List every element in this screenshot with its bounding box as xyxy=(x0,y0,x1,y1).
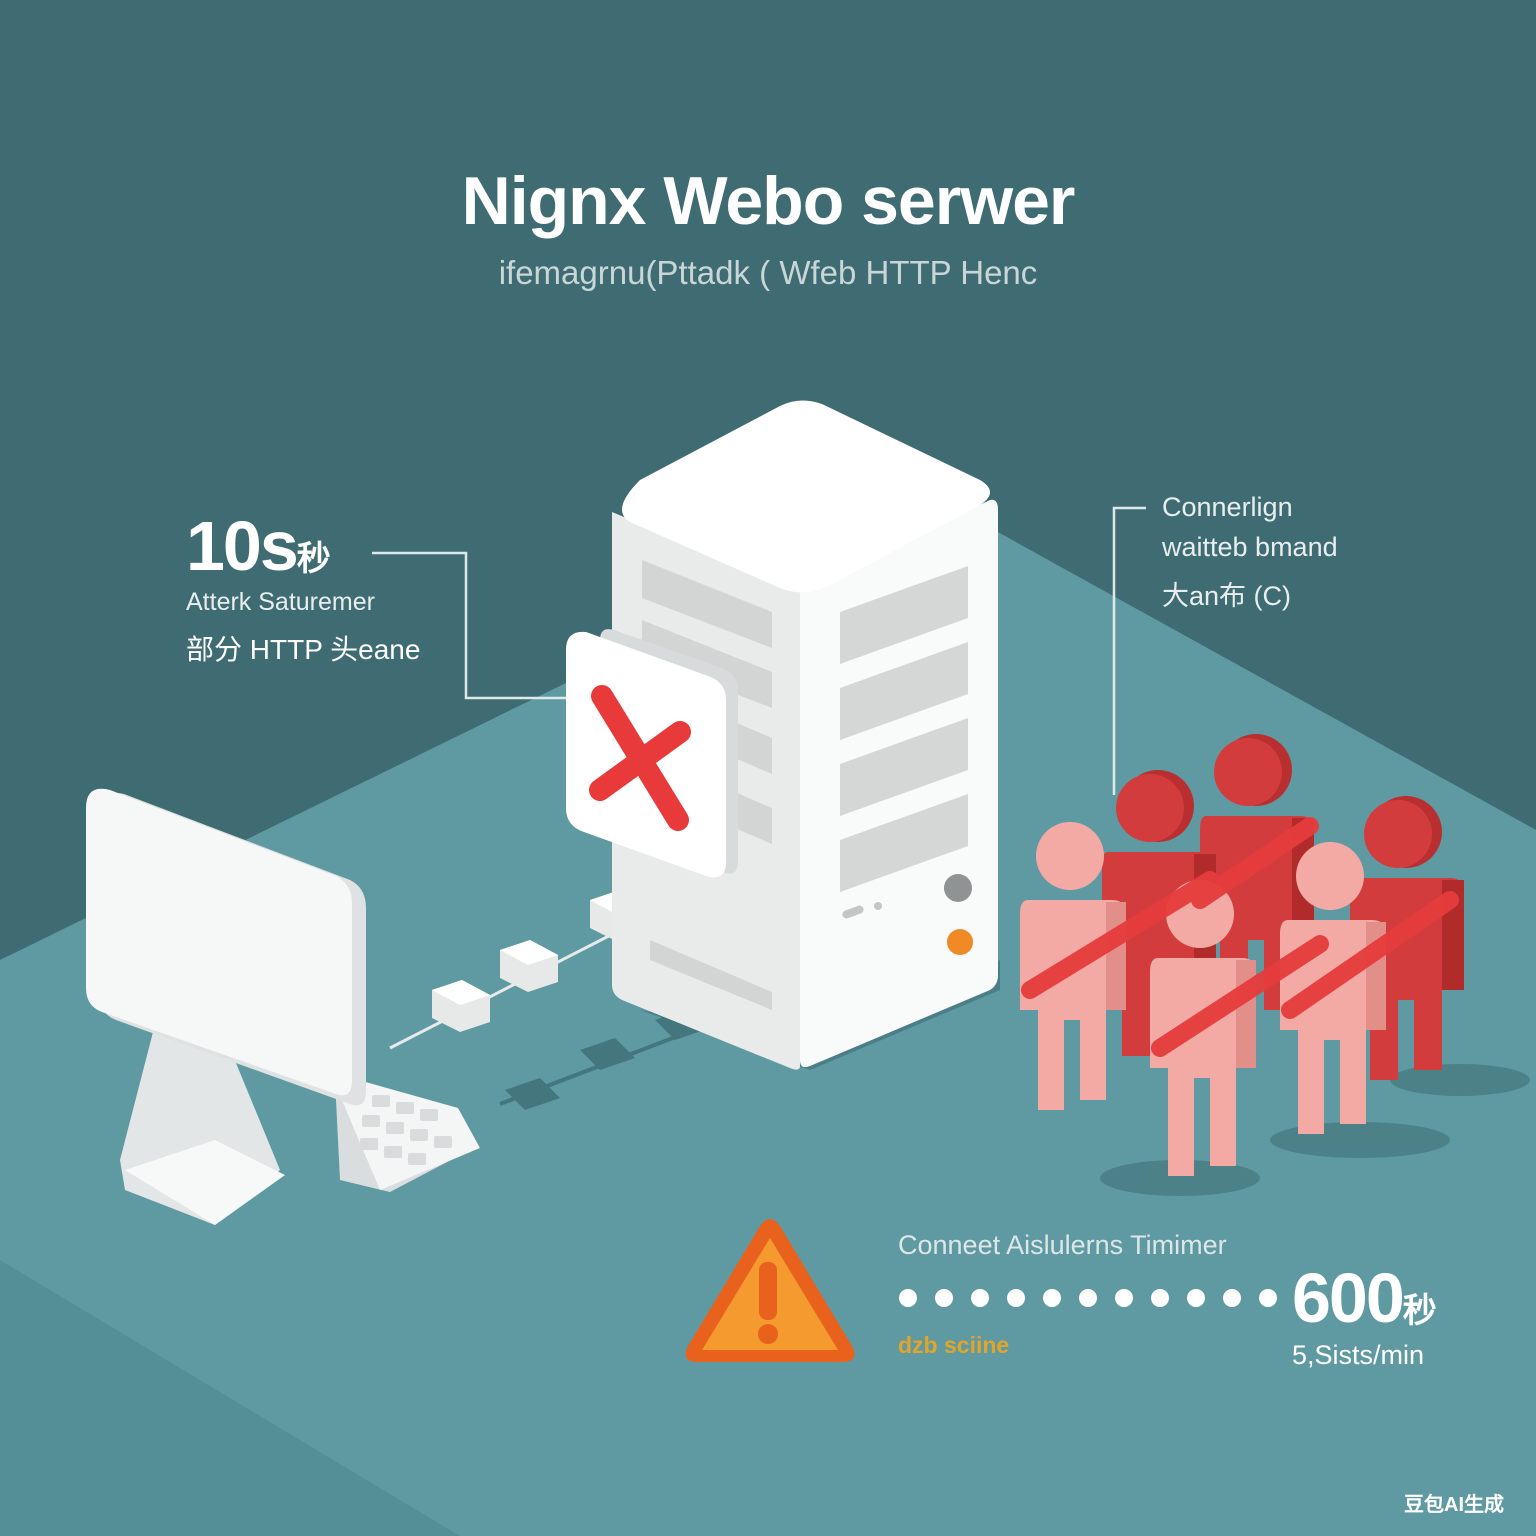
attacker-label-line1: Atterk Saturemer xyxy=(186,588,375,616)
timeout-value: 600 xyxy=(1292,1259,1405,1337)
attacker-label-line2: 部分 HTTP 头eane xyxy=(186,634,421,665)
blocked-sash-marks xyxy=(1021,817,1459,1057)
floor-shade xyxy=(0,1260,460,1536)
packet-icon xyxy=(432,980,490,1032)
timer-dots xyxy=(899,1289,1277,1307)
packet-icon xyxy=(500,940,558,992)
watermark: 豆包AI生成 xyxy=(1404,1494,1504,1516)
attack-interval-unit: 秒 xyxy=(296,540,331,578)
server-icon xyxy=(612,400,1000,1070)
queue-callout-line xyxy=(1112,506,1146,795)
person-icon xyxy=(1280,842,1386,1134)
attack-interval-value: 10s xyxy=(186,507,299,585)
diagram-title: Nignx Webo serwer xyxy=(461,163,1076,239)
timeout-heading: Conneet Aislulerns Timimer xyxy=(898,1230,1227,1260)
diagram-subtitle: ifemagrnu(Pttadk ( Wfeb HTTP Henc xyxy=(498,254,1038,291)
computer-icon xyxy=(86,788,480,1225)
error-x-icon xyxy=(566,629,738,878)
connection-rate: 5,Sists/min xyxy=(1292,1340,1425,1370)
timeout-unit: 秒 xyxy=(1402,1292,1437,1330)
queue-label-line1: Connerlign xyxy=(1162,492,1293,522)
attacker-callout-line xyxy=(372,551,570,700)
timeout-stat: 600秒 xyxy=(1292,1258,1437,1338)
attack-interval-stat: 10s秒 xyxy=(186,506,331,586)
queue-label-line2: waitteb bmand xyxy=(1162,532,1338,562)
queue-label-line3: 大an布 (C) xyxy=(1162,581,1292,611)
warning-caption: dzb sciine xyxy=(898,1332,1010,1358)
warning-icon xyxy=(685,1219,855,1362)
